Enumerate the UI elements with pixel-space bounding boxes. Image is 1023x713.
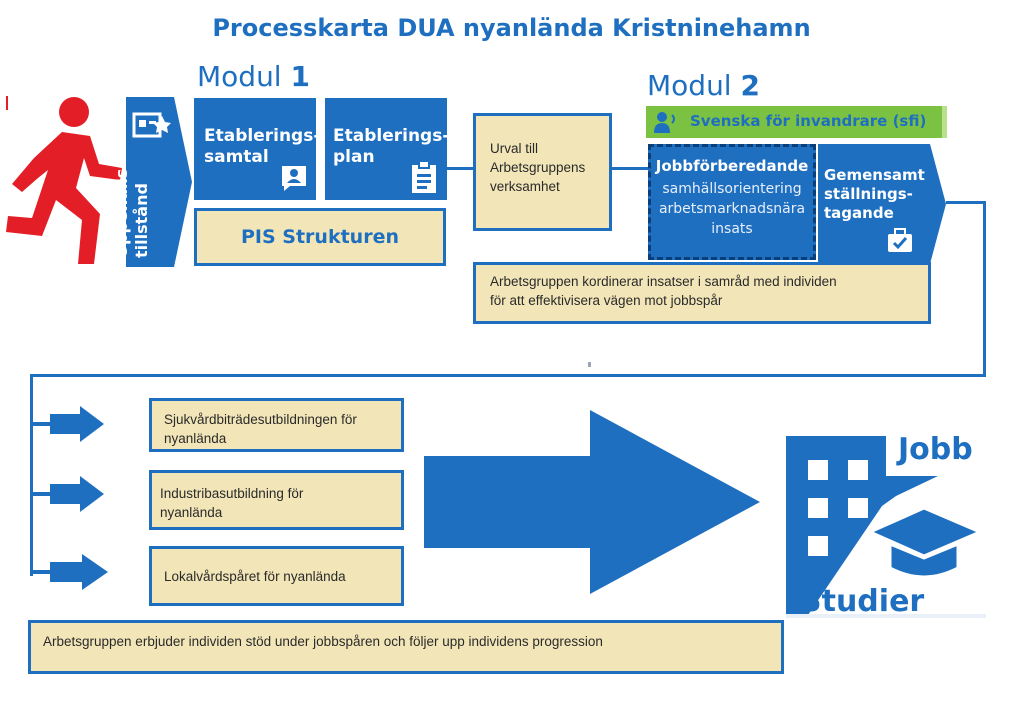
etableringsplan-tile: Etablerings- plan: [325, 98, 450, 200]
big-arrow-right-icon: [424, 410, 760, 594]
pis-strukturen-box: PIS Strukturen: [194, 208, 446, 266]
urval-box: Urval till Arbetsgruppens verksamhet: [473, 113, 612, 231]
arrow-right-icon: [30, 554, 108, 590]
connector-line: [30, 374, 986, 377]
jobbforberedande-tile: Jobbförberedande samhällsorientering arb…: [648, 144, 816, 260]
stray-mark: [588, 362, 591, 367]
connector-line: [946, 201, 986, 204]
running-person-icon: [6, 97, 122, 264]
briefcase-check-icon: [888, 228, 912, 252]
modul-1-label: Modul 1: [197, 60, 310, 93]
track-box-lokalvard: Lokalvårdspåret för nyanlända: [149, 546, 404, 606]
connector-line: [30, 374, 33, 576]
modul-2-word: Modul: [647, 69, 732, 102]
chat-person-icon: [282, 166, 306, 191]
building-graduation-icon: [786, 436, 986, 618]
connector-line: [612, 167, 648, 170]
etableringssamtal-tile: Etablerings- samtal: [194, 98, 320, 200]
page-title: Processkarta DUA nyanlända Kristninehamn: [212, 14, 811, 42]
arrow-right-icon: [30, 406, 104, 442]
sfi-label: Svenska för invandrare (sfi): [690, 112, 927, 130]
sfi-bar-edge: [942, 106, 947, 138]
etableringsplan-label: Etablerings- plan: [333, 126, 450, 167]
sfi-bar: Svenska för invandrare (sfi): [646, 106, 942, 138]
gemensamt-tile-shape: [818, 144, 946, 264]
uppehallstillstand-tile-shape: [126, 97, 192, 267]
modul-1-number: 1: [290, 60, 310, 93]
jobbforberedande-heading: Jobbförberedande: [655, 157, 809, 175]
arrow-right-icon: [30, 476, 104, 512]
modul-1-word: Modul: [197, 60, 282, 93]
gemensamt-label: Gemensamt ställnings- tagande: [824, 166, 925, 222]
modul-2-number: 2: [740, 69, 760, 102]
modul-2-label: Modul 2: [647, 69, 760, 102]
clipboard-icon: [412, 160, 436, 193]
jobb-label: Jobb: [898, 432, 973, 467]
track-box-sjukvard: Sjukvårdbiträdesutbildningen för nyanlän…: [149, 398, 404, 452]
jobbforberedande-lines: samhällsorientering arbetsmarknadsnära i…: [658, 181, 806, 237]
uppehallstillstand-label: Uppehålls- tillstånd: [112, 161, 151, 258]
id-card-icon: [132, 112, 171, 138]
track-box-industri: Industribasutbildning för nyanlända: [149, 470, 404, 530]
connector-line: [447, 167, 474, 170]
kordinerar-box: Arbetsgruppen kordinerar insatser i samr…: [473, 262, 931, 324]
speaking-person-icon: [654, 112, 675, 133]
connector-line: [983, 201, 986, 377]
etableringssamtal-label: Etablerings- samtal: [204, 126, 321, 167]
red-marker: [6, 96, 8, 110]
studier-label: Studier: [800, 584, 925, 619]
erbjuder-box: Arbetsgruppen erbjuder individen stöd un…: [28, 620, 784, 674]
